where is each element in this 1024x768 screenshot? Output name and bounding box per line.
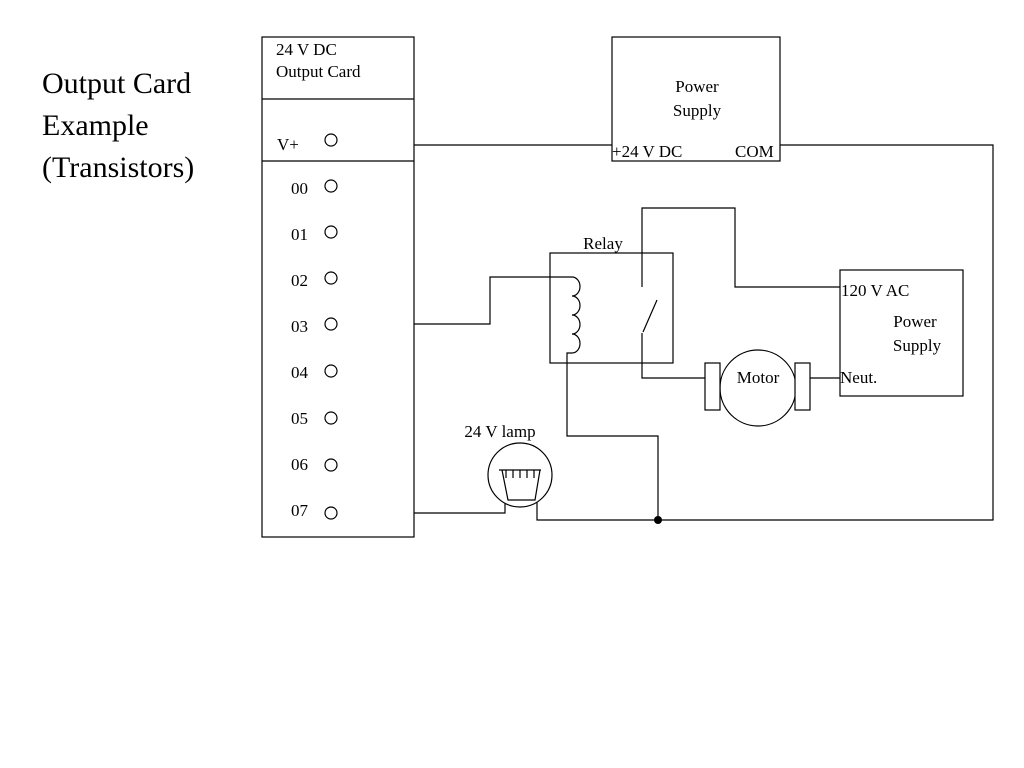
ac-supply-label-line2: Supply — [893, 336, 942, 355]
vplus-terminal — [324, 133, 338, 147]
wire-relay-coil-return — [566, 352, 659, 520]
lamp-label: 24 V lamp — [464, 422, 535, 441]
dc-supply-label-line2: Supply — [673, 101, 722, 120]
relay-switch-blade — [642, 299, 658, 333]
dc-power-supply: Power Supply +24 V DC COM — [611, 36, 781, 162]
slide-title: Output Card Example (Transistors) — [42, 67, 194, 184]
terminal-03 — [324, 317, 338, 331]
title-line-1: Output Card — [42, 67, 191, 100]
ac-power-supply-box — [839, 269, 964, 397]
dc-power-supply-box — [611, 36, 781, 162]
wire-ac-hot-to-switch — [641, 207, 840, 288]
title-line-2: Example — [42, 109, 149, 142]
terminal-07 — [324, 506, 338, 520]
terminal-label-03: 03 — [291, 317, 308, 336]
relay-box — [549, 252, 674, 364]
ac-supply-hot-label: 120 V AC — [841, 281, 909, 300]
motor-right-terminal — [794, 362, 811, 411]
terminal-02 — [324, 271, 338, 285]
dc-supply-positive-label: +24 V DC — [612, 142, 682, 161]
dc-supply-label-line1: Power — [675, 77, 719, 96]
motor-left-terminal — [704, 362, 721, 411]
terminal-05 — [324, 411, 338, 425]
motor-body — [719, 349, 797, 427]
junction-dot — [654, 516, 662, 524]
lamp-filament — [499, 469, 541, 501]
terminal-label-04: 04 — [291, 363, 309, 382]
motor-label: Motor — [737, 368, 780, 387]
terminal-01 — [324, 225, 338, 239]
dc-supply-common-label: COM — [735, 142, 774, 161]
terminal-04 — [324, 364, 338, 378]
relay: Relay — [549, 234, 674, 364]
terminal-label-00: 00 — [291, 179, 308, 198]
output-card-header-title: Output Card — [276, 62, 361, 81]
terminal-label-06: 06 — [291, 455, 308, 474]
relay-label: Relay — [583, 234, 623, 253]
ac-supply-neutral-label: Neut. — [840, 368, 877, 387]
terminal-label-02: 02 — [291, 271, 308, 290]
output-card-header-voltage: 24 V DC — [276, 40, 337, 59]
terminal-label-01: 01 — [291, 225, 308, 244]
wire-switch-to-motor — [641, 333, 705, 379]
title-line-3: (Transistors) — [42, 151, 194, 184]
motor: Motor — [704, 349, 811, 427]
terminal-label-07: 07 — [291, 501, 309, 520]
terminal-00 — [324, 179, 338, 193]
terminal-label-05: 05 — [291, 409, 308, 428]
output-card: 24 V DC Output Card V+ 00 01 02 03 04 05… — [261, 36, 415, 538]
ac-supply-label-line1: Power — [893, 312, 937, 331]
vplus-label: V+ — [277, 135, 299, 154]
terminal-06 — [324, 458, 338, 472]
output-card-frame — [261, 36, 415, 538]
relay-coil — [571, 276, 581, 354]
wire-com-return — [536, 144, 994, 521]
lamp: 24 V lamp — [464, 422, 553, 508]
ac-power-supply: 120 V AC Power Supply Neut. — [839, 269, 964, 397]
